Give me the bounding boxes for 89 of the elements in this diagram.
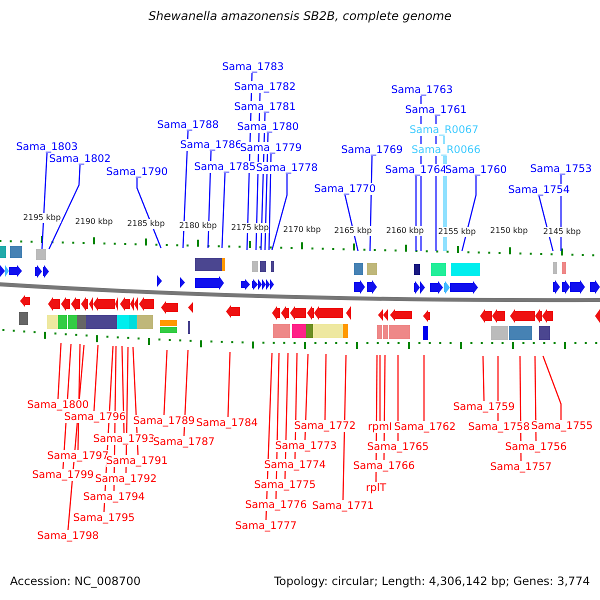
gene-label: Sama_1756 (505, 441, 567, 453)
gene-label: Sama_1793 (93, 433, 155, 445)
leader-line (342, 354, 347, 500)
leader-line (121, 346, 125, 434)
gene-label: Sama_1799 (32, 469, 94, 481)
gene-label: Sama_R0066 (411, 144, 481, 156)
leader-line (542, 356, 562, 420)
leader-line (268, 154, 272, 250)
leader-line (379, 355, 381, 421)
scale-label: 2175 kbp (231, 223, 269, 233)
leader-line (482, 356, 485, 402)
scale-label: 2160 kbp (386, 226, 424, 236)
scale-label: 2170 kbp (283, 225, 321, 235)
gene-label: Sama_1802 (49, 153, 111, 165)
gene-label: Sama_1787 (153, 436, 215, 448)
scale-label: 2185 kbp (127, 219, 165, 229)
gene-label: Sama_1778 (256, 162, 318, 174)
gene-label: Sama_1757 (490, 461, 552, 473)
leader-line (57, 342, 62, 400)
gene-label: Sama_1761 (405, 104, 467, 116)
gene-label: Sama_1781 (234, 101, 296, 113)
leader-line (163, 350, 168, 416)
gene-label: Sama_1765 (367, 441, 429, 453)
gene-label: Sama_1766 (353, 460, 415, 472)
leader-line (48, 164, 81, 250)
leader-line (93, 344, 99, 412)
gene-label: Sama_1771 (312, 500, 374, 512)
accession-text: Accession: NC_008700 (10, 574, 141, 588)
scale-label: 2145 kbp (543, 227, 581, 237)
leader-line (227, 352, 231, 418)
leader-line (304, 354, 309, 440)
gene-label: Sama_1772 (294, 420, 356, 432)
gene-label: Sama_1775 (254, 479, 316, 491)
gene-label: Sama_1759 (453, 401, 515, 413)
gene-label: rplT (366, 482, 386, 494)
leader-line (461, 176, 477, 252)
leader-line (221, 172, 226, 248)
gene-label: rpmI (368, 421, 392, 433)
leader-line (415, 176, 417, 251)
leader-line (397, 355, 399, 441)
gene-label: Sama_1797 (47, 450, 109, 462)
gene-label: Sama_1753 (530, 163, 592, 175)
gene-label: Sama_1800 (27, 399, 89, 411)
gene-label: Sama_1783 (222, 61, 284, 73)
gene-label: Sama_1762 (394, 421, 456, 433)
scale-label: 2150 kbp (490, 226, 528, 236)
gene-label: Sama_1773 (275, 440, 337, 452)
diagram-title: Shewanella amazonensis SB2B, complete genome (148, 9, 452, 23)
gene-label: Sama_1769 (341, 144, 403, 156)
scale-label: 2165 kbp (334, 226, 372, 236)
scale-label: 2180 kbp (179, 221, 217, 231)
gene-label: Sama_1754 (508, 184, 570, 196)
leader-line (136, 178, 162, 248)
gene-label: Sama_1760 (445, 164, 507, 176)
gene-label: Sama_1770 (314, 183, 376, 195)
leader-line (324, 354, 327, 420)
gene-label: Sama_1789 (133, 415, 195, 427)
gene-label: Sama_1779 (240, 142, 302, 154)
gene-label: Sama_1774 (264, 459, 326, 471)
gene-label: Sama_R0067 (409, 124, 479, 136)
gene-label: Sama_1777 (235, 520, 297, 532)
scale-label: 2190 kbp (75, 217, 113, 227)
gene-label: Sama_1776 (245, 499, 307, 511)
leader-line (41, 152, 48, 250)
gene-label: Sama_1786 (180, 139, 242, 151)
leader-line (534, 356, 537, 441)
genome-summary-text: Topology: circular; Length: 4,306,142 bp; Genes: 3,774 (274, 574, 590, 588)
gene-label: Sama_1794 (83, 491, 145, 503)
scale-label: 2195 kbp (23, 213, 61, 223)
leader-line (183, 350, 189, 436)
gene-label: Sama_1780 (237, 121, 299, 133)
gene-label: Sama_1795 (73, 512, 135, 524)
gene-label: Sama_1782 (234, 81, 296, 93)
gene-label: Sama_1785 (194, 161, 256, 173)
scale-label: 2155 kbp (438, 227, 476, 237)
gene-label: Sama_1791 (106, 455, 168, 467)
leader-line (423, 355, 425, 421)
gene-label: Sama_1788 (157, 119, 219, 131)
gene-label: Sama_1790 (106, 166, 168, 178)
leader-line (271, 174, 288, 250)
gene-label: Sama_1796 (64, 411, 126, 423)
gene-label: Sama_1755 (531, 420, 593, 432)
gene-label: Sama_1763 (391, 84, 453, 96)
gene-label: Sama_1803 (16, 141, 78, 153)
gene-label: Sama_1798 (37, 530, 99, 542)
gene-label: Sama_1784 (196, 417, 258, 429)
gene-label: Sama_1792 (95, 473, 157, 485)
gene-label: Sama_1758 (468, 421, 530, 433)
gene-label: Sama_1764 (385, 164, 447, 176)
